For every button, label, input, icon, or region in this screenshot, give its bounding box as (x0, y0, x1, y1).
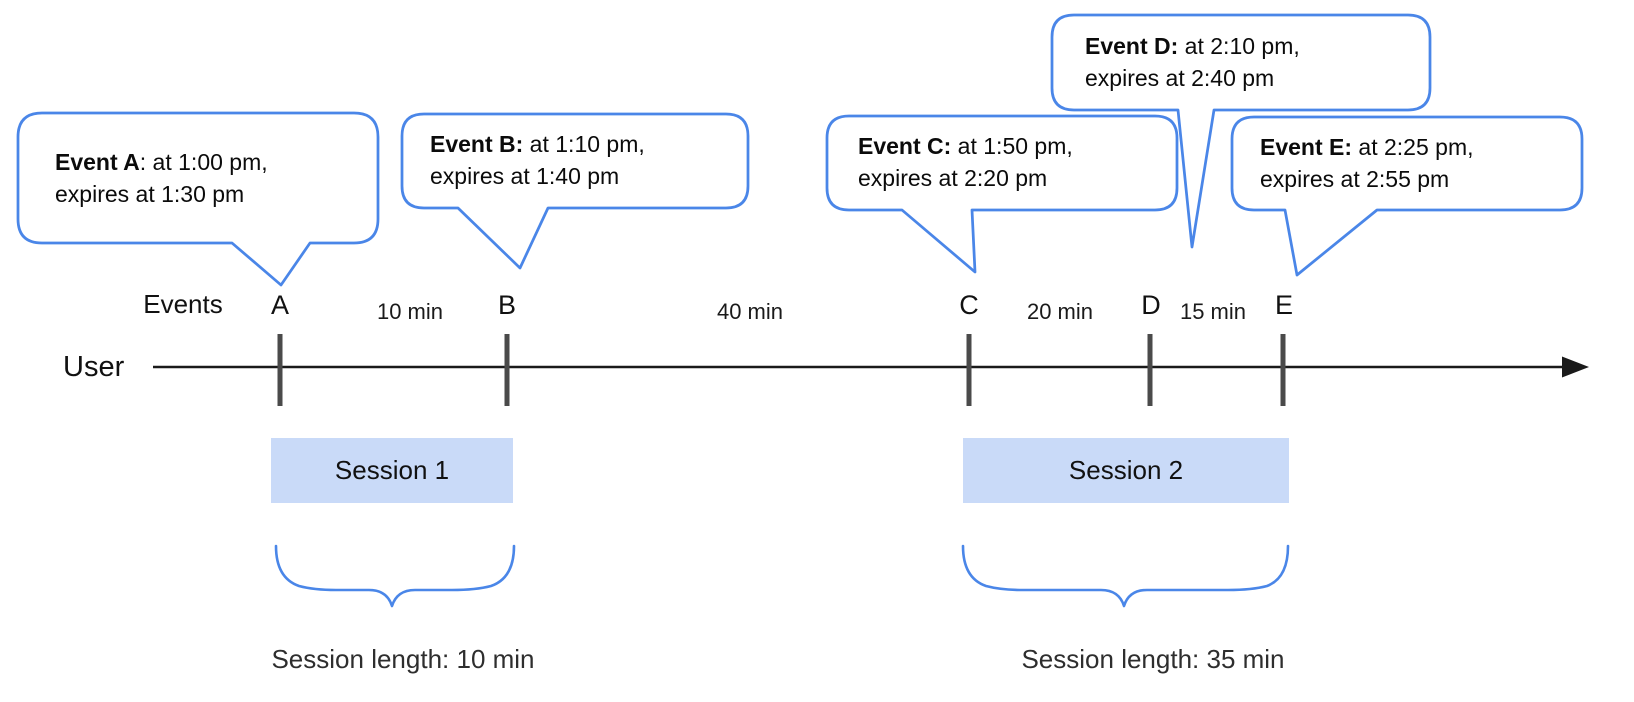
callout-c-title: Event C: (858, 133, 952, 159)
callout-b-line2: expires at 1:40 pm (430, 163, 620, 189)
interval-a-b: 10 min (376, 299, 444, 324)
callout-c-line1: Event C: at 1:50 pm, (858, 133, 1073, 159)
session-2-box: Session 2 (963, 438, 1289, 503)
callout-e-text: Event E: at 2:25 pm, expires at 2:55 pm (1260, 131, 1474, 195)
callout-b-text: Event B: at 1:10 pm, expires at 1:40 pm (430, 128, 645, 192)
interval-b-c: 40 min (716, 299, 784, 324)
callout-e-bubble (1230, 115, 1584, 277)
event-mark-e: E (1274, 290, 1293, 320)
session-1-length-caption: Session length: 10 min (271, 644, 535, 674)
callout-e-title: Event E: (1260, 134, 1353, 160)
callout-a-title: Event A (55, 149, 140, 175)
timeline-arrowhead-icon (1562, 356, 1589, 378)
session-2-length-caption: Session length: 35 min (1021, 644, 1285, 674)
callout-a-text: Event A: at 1:00 pm, expires at 1:30 pm (55, 146, 268, 210)
callout-d-title: Event D: (1085, 33, 1179, 59)
callout-b-bubble (400, 112, 750, 270)
event-mark-a: A (270, 290, 289, 320)
callout-b-line1: Event B: at 1:10 pm, (430, 131, 645, 157)
session-2-brace (961, 544, 1290, 608)
user-row-label: User (63, 351, 125, 383)
session-1-box: Session 1 (271, 438, 513, 503)
interval-d-e: 15 min (1179, 299, 1247, 324)
callout-d-line2: expires at 2:40 pm (1085, 65, 1275, 91)
callout-c-line2: expires at 2:20 pm (858, 165, 1048, 191)
callout-a-line1: Event A: at 1:00 pm, (55, 149, 268, 175)
callout-e-line1: Event E: at 2:25 pm, (1260, 134, 1474, 160)
callout-c-bubble (825, 114, 1179, 274)
event-mark-d: D (1141, 290, 1161, 320)
event-mark-c: C (959, 290, 979, 320)
interval-c-d: 20 min (1026, 299, 1094, 324)
session-1-label: Session 1 (334, 455, 450, 485)
session-1-brace (274, 544, 516, 608)
callout-a-bubble (16, 111, 380, 287)
callout-e-line2: expires at 2:55 pm (1260, 166, 1450, 192)
session-2-label: Session 2 (1068, 455, 1184, 485)
callout-d-text: Event D: at 2:10 pm, expires at 2:40 pm (1085, 30, 1300, 94)
callout-d-line1: Event D: at 2:10 pm, (1085, 33, 1300, 59)
events-row-label: Events (143, 289, 223, 319)
event-mark-b: B (497, 290, 516, 320)
callout-b-title: Event B: (430, 131, 524, 157)
callout-a-line2: expires at 1:30 pm (55, 181, 245, 207)
callout-d-bubble (1050, 13, 1432, 249)
callout-c-text: Event C: at 1:50 pm, expires at 2:20 pm (858, 130, 1073, 194)
